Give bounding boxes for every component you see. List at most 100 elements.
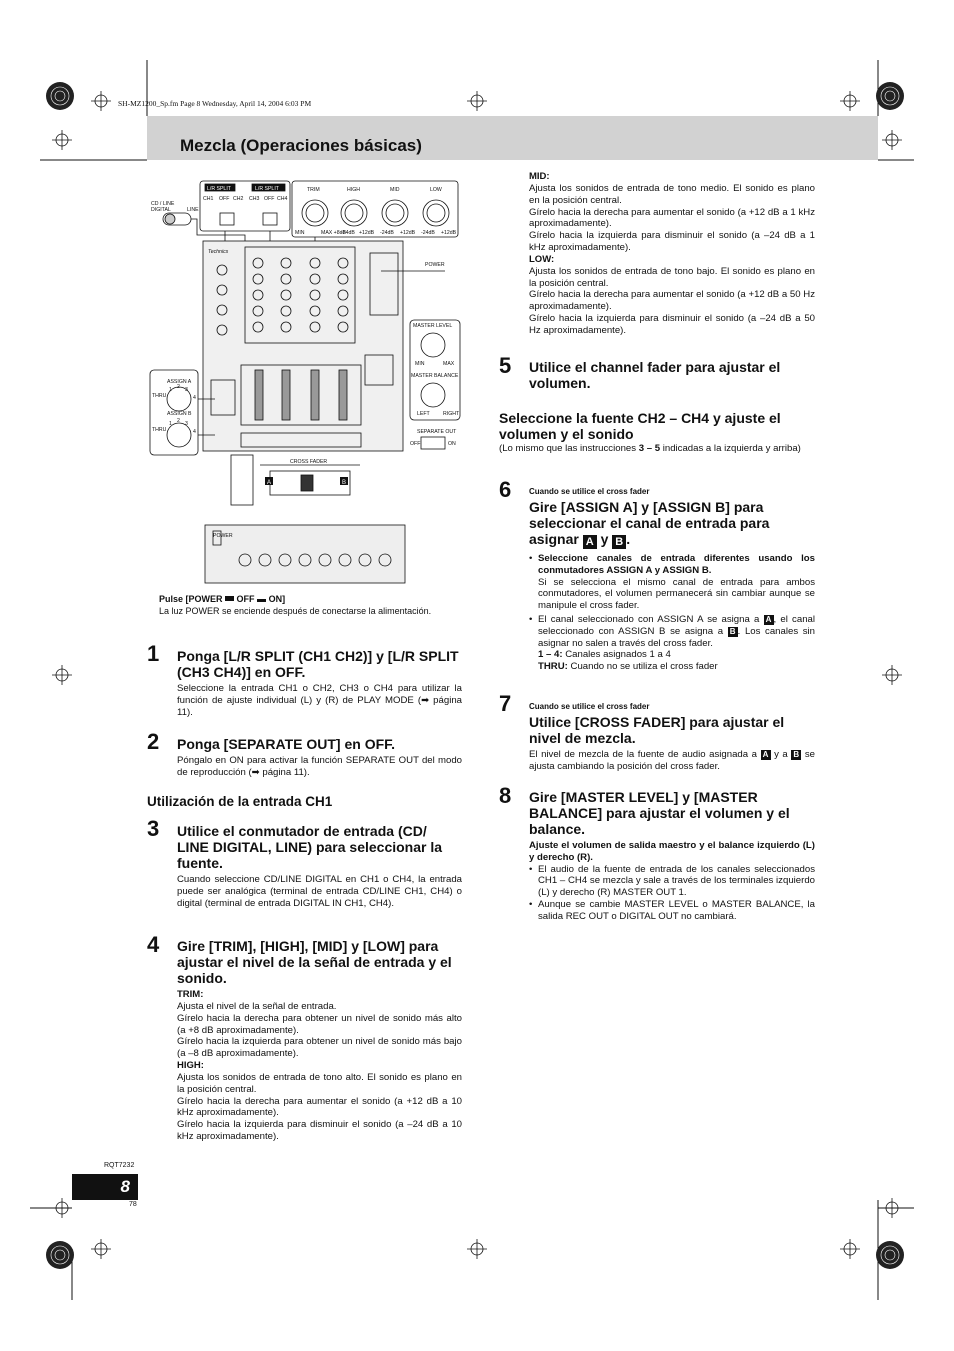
low-text-1: Ajusta los sonidos de entrada de tono ba… xyxy=(529,265,815,289)
master-level-max: MAX xyxy=(443,361,455,367)
assign-a-n1: 1 xyxy=(169,387,172,393)
rqt-code: RQT7232 xyxy=(104,1162,135,1169)
trim-text-3: Gírelo hacia la izquierda para obtener u… xyxy=(177,1036,462,1060)
step-6-y: y xyxy=(600,531,609,547)
step-6-bullet-2-b: , el canal seleccionado con ASSIGN B se … xyxy=(538,613,815,637)
page-number-box: 8 xyxy=(72,1174,138,1200)
step-8-bold: Ajuste el volumen de salida maestro y el… xyxy=(529,840,815,863)
step-3-number: 3 xyxy=(147,816,160,841)
mixer-diagram: CD / LINE DIGITAL LINE L/R SPLIT L/R SPL… xyxy=(149,180,461,584)
caption-on: ON] xyxy=(268,594,286,604)
step-2-title: Ponga [SEPARATE OUT] en OFF. xyxy=(177,736,396,752)
mid-heading: MID: xyxy=(529,171,550,182)
master-level-label: MASTER LEVEL xyxy=(413,323,452,329)
step-7-small: Cuando se utilice el cross fader xyxy=(529,702,650,711)
trim-label: TRIM xyxy=(307,187,320,193)
file-info: SH-MZ1200_Sp.fm Page 8 Wednesday, April … xyxy=(118,99,312,108)
high-heading: HIGH: xyxy=(177,1059,204,1071)
page-number: 8 xyxy=(120,1177,130,1196)
step-7-text-b: y a xyxy=(774,749,788,760)
low-text-3: Gírelo hacia la izquierda para disminuir… xyxy=(529,312,815,336)
mid-label: MID xyxy=(390,187,400,193)
assign-a-label: ASSIGN A xyxy=(167,379,192,385)
separate-out-label: SEPARATE OUT xyxy=(417,429,457,435)
off-b-label: OFF xyxy=(264,196,274,202)
master-balance-label: MASTER BALANCE xyxy=(411,373,459,379)
high-text-1: Ajusta los sonidos de entrada de tono al… xyxy=(177,1071,462,1095)
ch1-label: CH1 xyxy=(203,196,213,202)
mid-min-label: -24dB xyxy=(380,230,394,236)
square-b-icon: B xyxy=(727,626,738,637)
step-5-number: 5 xyxy=(499,353,512,378)
ch2-label: CH2 xyxy=(233,196,243,202)
step-6-bullet-2-c: . Los canales sin asignar no salen a tra… xyxy=(538,625,815,649)
step-1-number: 1 xyxy=(147,641,160,666)
section-ch2-note-c: indicadas a la izquierda y arriba) xyxy=(662,443,801,454)
step-8-bullet-1: El audio de la fuente de entrada de los … xyxy=(529,864,815,899)
balance-left-label: LEFT xyxy=(417,411,431,417)
trim-min-label: MIN xyxy=(295,230,305,236)
master-level-min: MIN xyxy=(415,361,425,367)
step-6-bullet-1-text: Si se selecciona el mismo canal de entra… xyxy=(538,576,815,612)
assign-b-n4: 4 xyxy=(193,429,196,435)
step-6-range-1-text: Canales asignados 1 a 4 xyxy=(565,649,671,661)
separate-out-off: OFF xyxy=(410,441,420,447)
high-text-3: Gírelo hacia la izquierda para disminuir… xyxy=(177,1119,462,1142)
lr-split-a-label: L/R SPLIT xyxy=(207,186,232,192)
low-heading: LOW: xyxy=(529,253,555,265)
step-4-number: 4 xyxy=(147,932,160,957)
mid-max-label: +12dB xyxy=(400,230,416,236)
high-label: HIGH xyxy=(347,187,360,193)
section-ch2-note-a: (Lo mismo que las instrucciones xyxy=(499,443,637,454)
thru-b-label: THRU xyxy=(152,427,167,433)
square-a-icon: A xyxy=(582,535,597,549)
high-max-label: +12dB xyxy=(359,230,375,236)
cd-line-label: CD / LINE xyxy=(151,201,175,207)
step-3-title: Utilice el conmutador de entrada (CD/ LI… xyxy=(177,823,443,871)
assign-a-n4: 4 xyxy=(193,395,196,401)
step-6-title: Gire [ASSIGN A] y [ASSIGN B] para selecc… xyxy=(529,499,770,547)
step-6-range-2-text: Cuando no se utiliza el cross fader xyxy=(570,661,718,673)
mid-text-3: Gírelo hacia la izquierda para disminuir… xyxy=(529,230,815,253)
power-back-label: POWER xyxy=(213,533,233,539)
assign-a-n2: 2 xyxy=(177,384,180,390)
cross-fader-label: CROSS FADER xyxy=(290,459,327,465)
step-7-title: Utilice [CROSS FADER] para ajustar el ni… xyxy=(529,714,785,746)
high-text-2: Gírelo hacia la derecha para aumentar el… xyxy=(177,1095,462,1119)
on-button-icon xyxy=(257,599,267,602)
step-6-number: 6 xyxy=(499,477,512,502)
title-bar: Mezcla (Operaciones básicas) xyxy=(147,116,878,160)
step-4-title: Gire [TRIM], [HIGH], [MID] y [LOW] para … xyxy=(177,938,452,986)
power-label: POWER xyxy=(425,262,445,268)
ch4-label: CH4 xyxy=(277,196,287,202)
step-7-number: 7 xyxy=(499,691,512,716)
caption-off: OFF xyxy=(236,594,255,604)
assign-b-n2: 2 xyxy=(177,418,180,424)
square-b-icon: B xyxy=(612,535,627,549)
separate-out-on: ON xyxy=(448,441,456,447)
low-max-label: +12dB xyxy=(441,230,457,236)
step-5-title: Utilice el channel fader para ajustar el… xyxy=(529,359,781,391)
cf-b-label: B xyxy=(342,480,346,486)
low-text-2: Gírelo hacia la derecha para aumentar el… xyxy=(529,289,815,313)
section-ch1: Utilización de la entrada CH1 xyxy=(147,794,333,809)
assign-a-n3: 3 xyxy=(185,387,188,393)
mid-text-2: Gírelo hacia la derecha para aumentar el… xyxy=(529,206,815,230)
step-1-title: Ponga [L/R SPLIT (CH1 CH2)] y [L/R SPLIT… xyxy=(177,648,459,680)
step-6-bullet-1-bold: Seleccione canales de entrada diferentes… xyxy=(538,553,815,576)
step-1-text: Seleccione la entrada CH1 o CH2, CH3 o C… xyxy=(177,683,462,718)
square-a-icon: A xyxy=(760,750,771,760)
high-min-label: -24dB xyxy=(341,230,355,236)
digital-label: DIGITAL xyxy=(151,207,171,213)
caption-text: La luz POWER se enciende después de cone… xyxy=(159,605,432,616)
assign-b-n3: 3 xyxy=(185,421,188,427)
page-number-small: 78 xyxy=(129,1201,137,1208)
low-min-label: -24dB xyxy=(421,230,435,236)
step-6-small: Cuando se utilice el cross fader xyxy=(529,487,650,496)
step-6-range-2-bold: THRU: xyxy=(538,661,568,673)
step-8-number: 8 xyxy=(499,783,512,808)
cf-a-label: A xyxy=(267,480,271,486)
thru-a-label: THRU xyxy=(152,393,167,399)
trim-heading: TRIM: xyxy=(177,989,204,1000)
